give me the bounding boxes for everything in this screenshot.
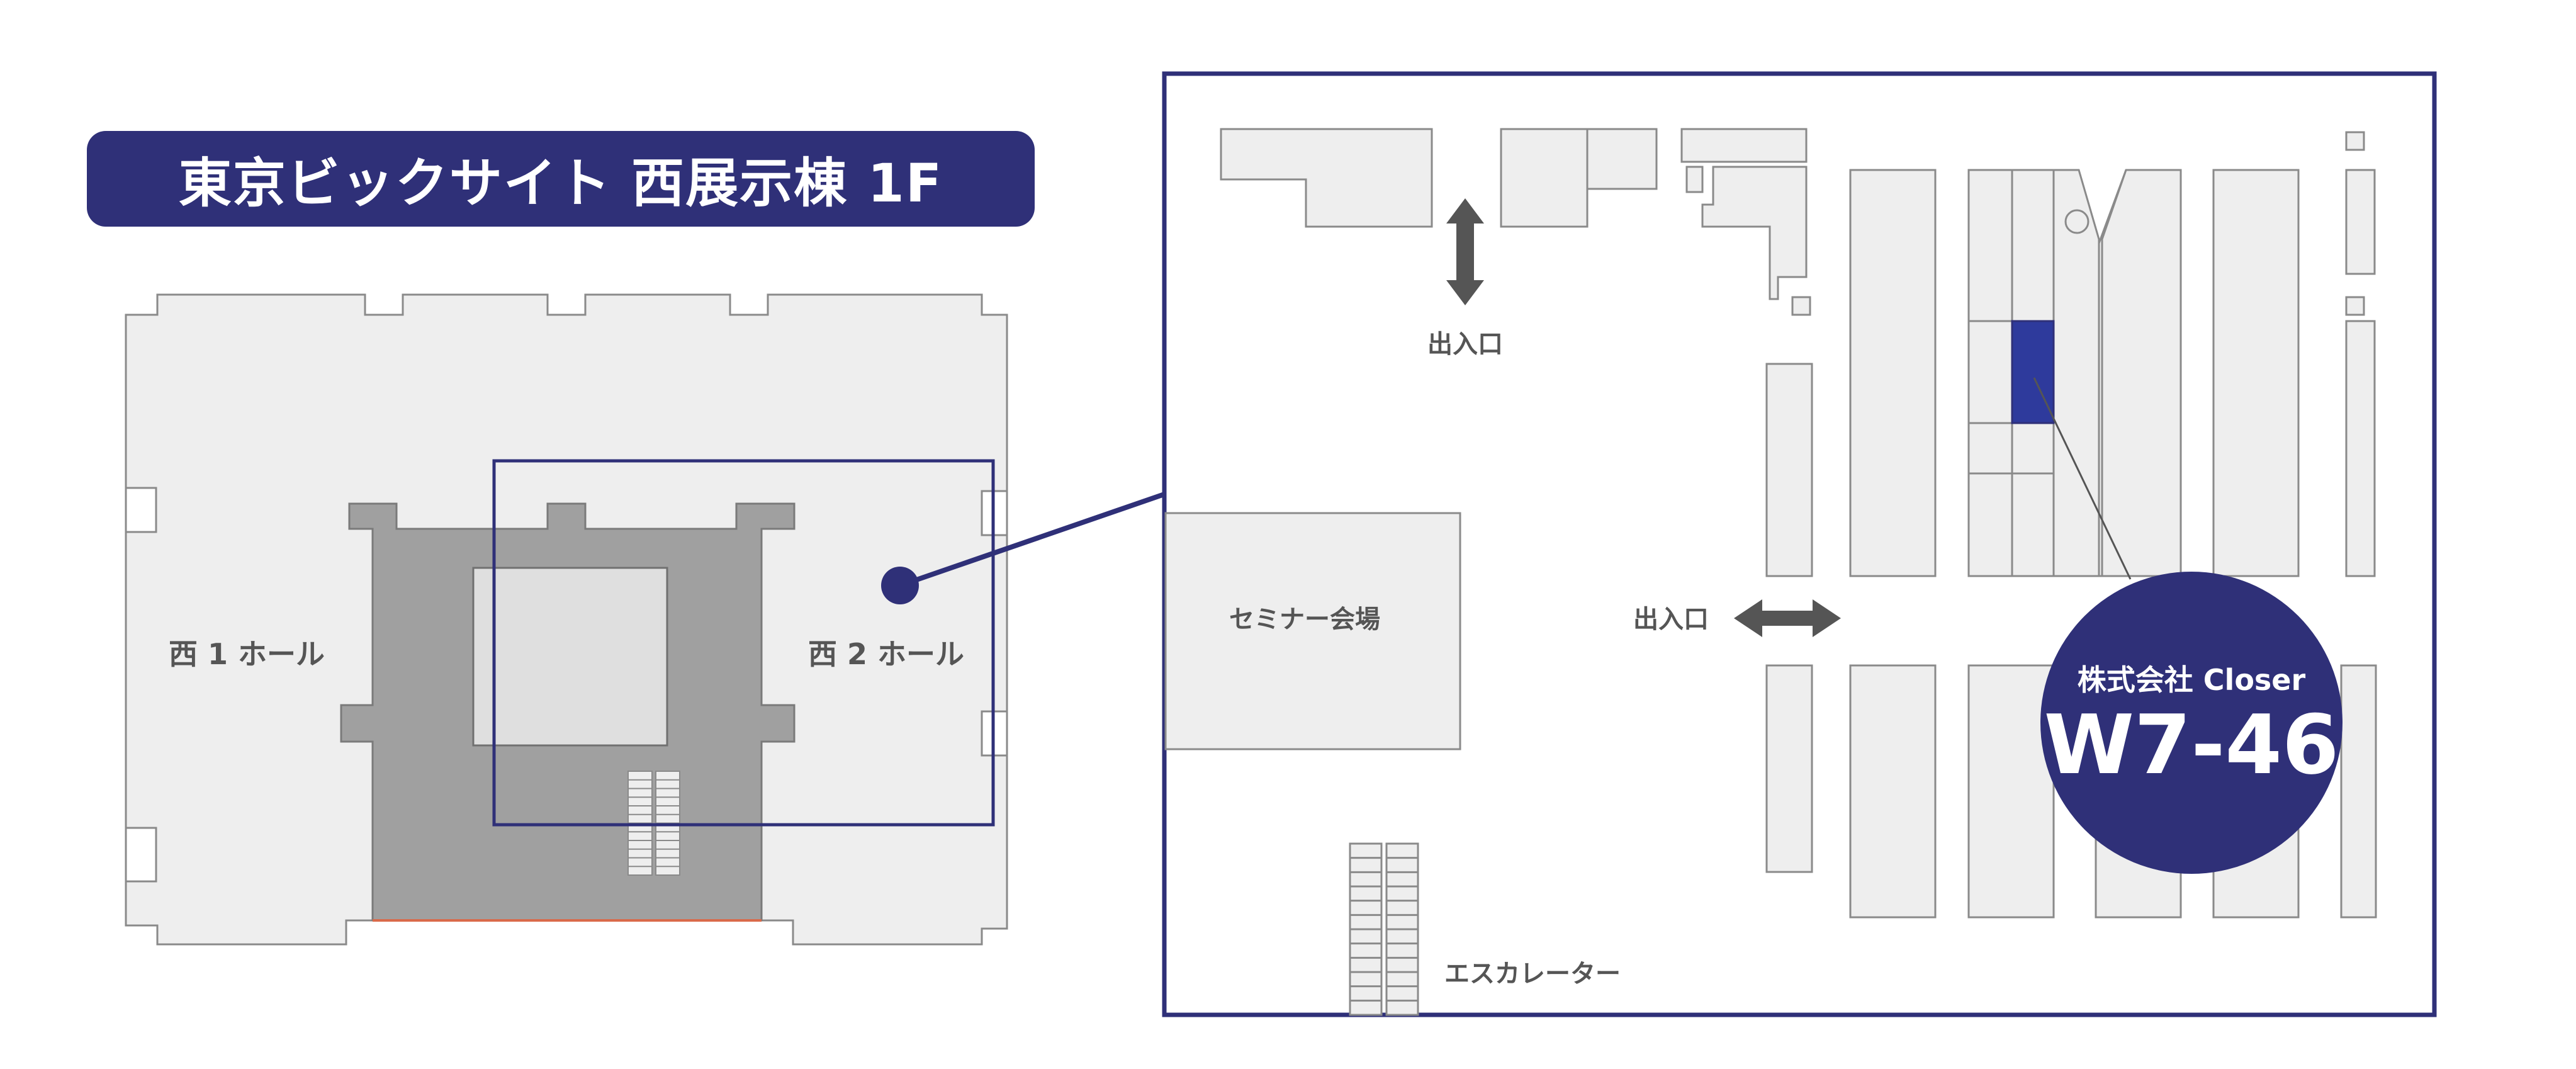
room-block <box>2345 296 2365 316</box>
room-block <box>1680 128 1808 163</box>
location-dot <box>881 567 919 604</box>
booth-column <box>1765 363 1813 577</box>
seminar-label: セミナー会場 <box>1229 605 1380 634</box>
booth-column <box>2212 169 2300 577</box>
wall-notch <box>125 487 157 533</box>
zoom-connector-line <box>899 492 1166 588</box>
detail-map: 出入口 出入口 セミナー会場 エスカレーター 株式会社 Closer W7-46 <box>1162 71 2437 1017</box>
room-block <box>1701 166 1808 300</box>
callout-circle <box>2040 572 2343 874</box>
title-banner: 東京ビックサイト 西展示棟 1F <box>87 131 1035 227</box>
booth-number: W7-46 <box>2044 697 2339 793</box>
room-block <box>1586 128 1658 190</box>
room-block <box>1220 128 1433 228</box>
overview-map: 西 1 ホール 西 2 ホール <box>125 293 1166 946</box>
booth-column <box>2340 664 2377 919</box>
booth-column <box>1849 664 1937 919</box>
entrance-arrow-horizontal <box>1734 599 1841 637</box>
core-inner-room <box>472 567 668 747</box>
booth-callout: 株式会社 Closer W7-46 <box>2040 572 2343 874</box>
booth-column <box>1967 664 2055 919</box>
room-block <box>2345 131 2365 151</box>
page-title: 東京ビックサイト 西展示棟 1F <box>178 152 943 214</box>
escalator <box>1349 842 1419 1016</box>
booth-column <box>2095 169 2182 577</box>
zoom-region-frame <box>492 459 995 827</box>
room-block <box>1791 296 1811 316</box>
booth-column <box>1765 664 1813 873</box>
highlighted-booth <box>2011 320 2055 424</box>
booth-column <box>1849 169 1937 577</box>
company-name: 株式会社 Closer <box>2078 663 2306 697</box>
entrance-top-label: 出入口 <box>1427 330 1503 359</box>
hall1-label: 西 1 ホール <box>169 637 325 671</box>
booth-column <box>2345 320 2376 577</box>
seminar-room <box>1164 512 1461 750</box>
entrance-arrow-vertical <box>1446 198 1484 305</box>
room-block <box>1500 128 1589 228</box>
escalator-label: エスカレーター <box>1444 959 1621 988</box>
booth-column-slant <box>2052 169 2100 577</box>
pillar <box>2064 209 2089 234</box>
aisle-edge <box>2101 169 2127 576</box>
booth-pointer-line <box>2033 377 2132 580</box>
entrance-mid-label: 出入口 <box>1633 605 1709 634</box>
room-block <box>1685 166 1704 193</box>
wall-notch <box>125 827 157 883</box>
hall2-label: 西 2 ホール <box>808 637 964 671</box>
booth-column <box>2345 169 2376 275</box>
